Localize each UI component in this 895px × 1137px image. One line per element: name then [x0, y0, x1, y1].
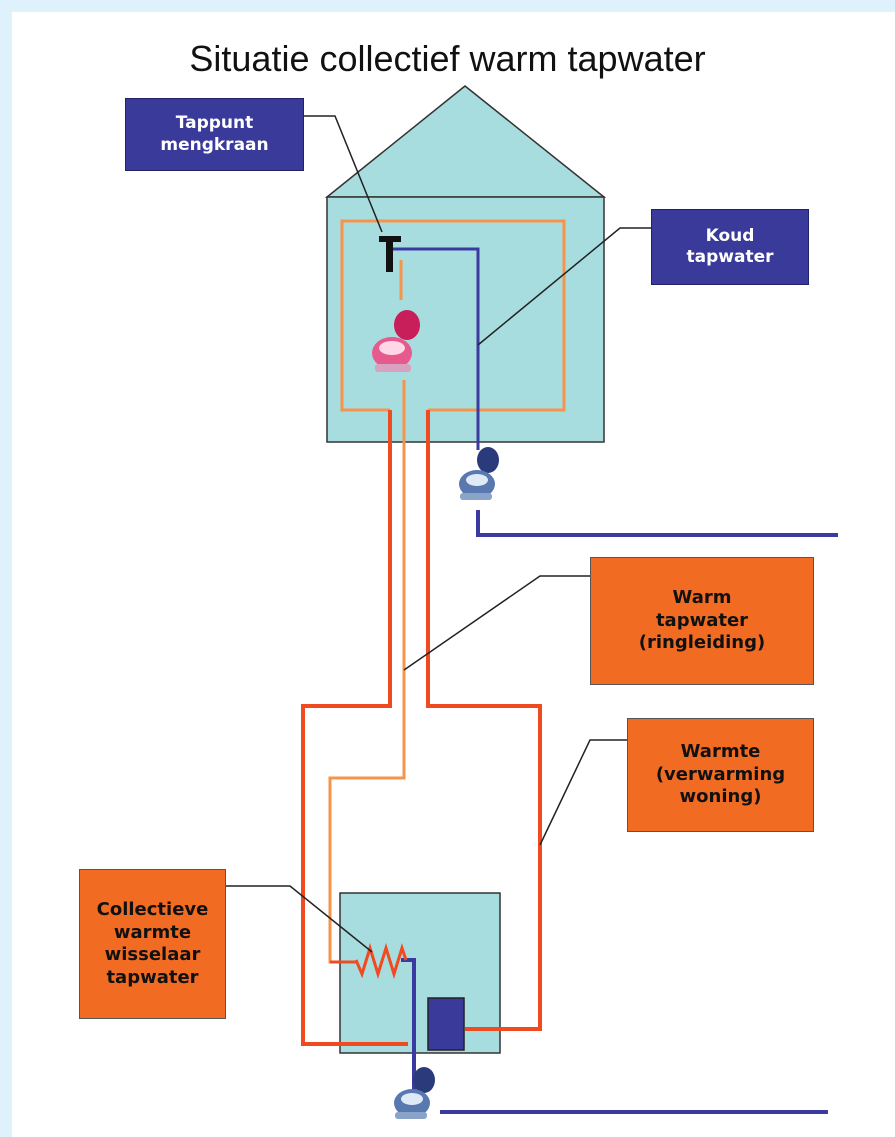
label-tappunt-mengkraan: Tappunt mengkraan [125, 98, 304, 171]
label-collectieve-warmtewisselaar: Collectieve warmte wisselaar tapwater [79, 869, 226, 1019]
house-body [326, 196, 605, 443]
collective-installation-box [339, 892, 501, 1054]
leader-tappunt [303, 115, 383, 233]
label-warm-tapwater: Warm tapwater (ringleiding) [590, 557, 814, 685]
hot-water-meter-icon [372, 310, 420, 372]
house-roof [324, 85, 607, 198]
leader-koud [477, 227, 651, 346]
warm-tapwater-pipe [328, 380, 406, 865]
cold-water-meter-icon [459, 447, 499, 500]
leader-warm-tapwater [403, 575, 590, 671]
cold-water-main-house [476, 510, 838, 537]
heating-unit [427, 997, 465, 1051]
house [324, 85, 607, 443]
leader-warmte [539, 739, 627, 846]
label-warmte: Warmte (verwarming woning) [627, 718, 814, 832]
leader-wisselaar [225, 885, 373, 953]
heating-return-pipe [426, 410, 542, 1031]
tap-icon [379, 236, 401, 272]
heating-supply-pipe [301, 410, 408, 1046]
diagram-title: Situatie collectief warm tapwater [189, 38, 706, 79]
heat-exchanger-coil-icon [354, 942, 408, 980]
house-ring-loop [340, 219, 566, 412]
label-koud-tapwater: Koud tapwater [651, 209, 809, 285]
cold-water-pipe-house [393, 247, 480, 450]
cold-water-meter-icon-collective [394, 1067, 435, 1119]
